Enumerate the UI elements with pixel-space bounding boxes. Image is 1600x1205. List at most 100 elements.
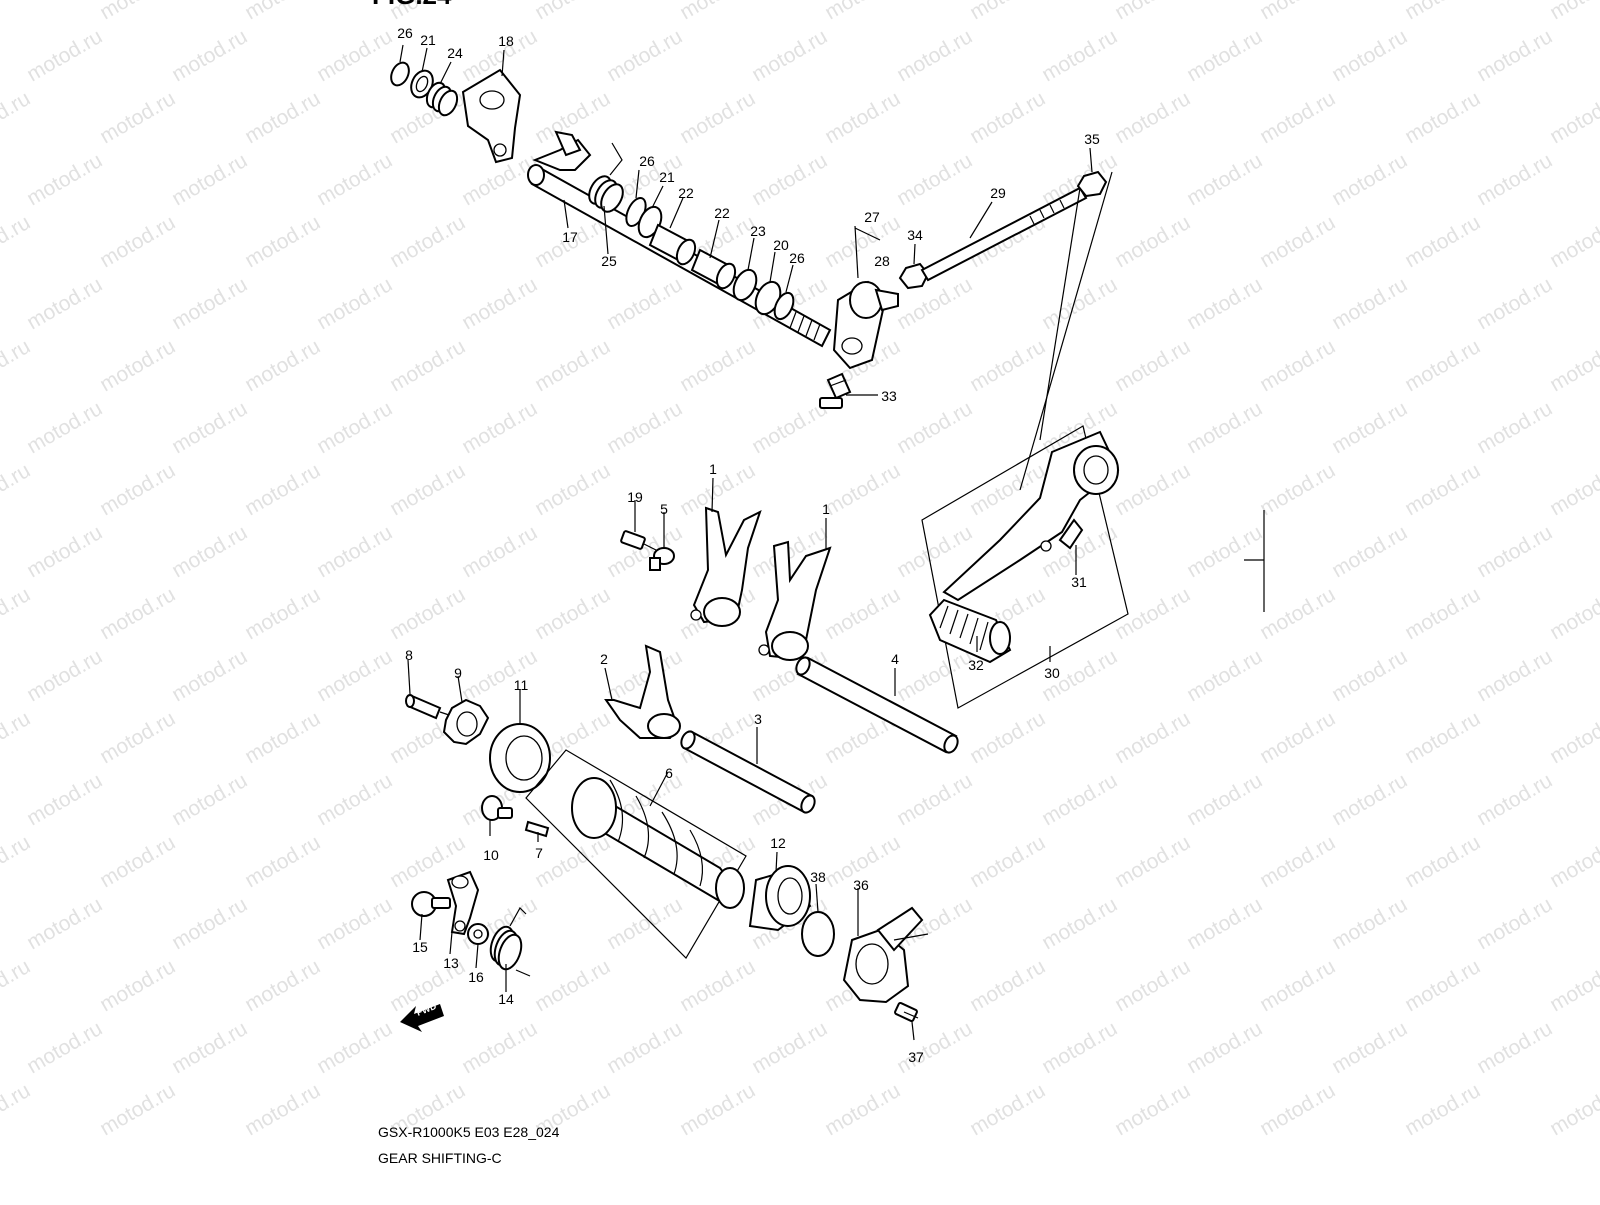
watermark-text: motod.ru — [603, 273, 686, 334]
watermark-text: motod.ru — [168, 893, 251, 954]
watermark-text: motod.ru — [241, 955, 324, 1016]
callout-label-c10: 10 — [483, 847, 499, 863]
watermark-text: motod.ru — [313, 893, 396, 954]
watermark-text: motod.ru — [1111, 335, 1194, 396]
leader-lines-lower — [419, 913, 507, 992]
watermark-text: motod.ru — [168, 769, 251, 830]
watermark-text: motod.ru — [1256, 211, 1339, 272]
watermark-text: motod.ru — [1183, 645, 1266, 706]
watermark-text: motod.ru — [96, 831, 179, 892]
watermark-text: motod.ru — [821, 0, 904, 24]
watermark-text: motod.ru — [241, 707, 324, 768]
watermark-text: motod.ru — [1473, 25, 1556, 86]
watermark-text: motod.ru — [96, 459, 179, 520]
watermark-text: motod.ru — [966, 87, 1049, 148]
watermark-text: motod.ru — [386, 211, 469, 272]
callout-label-c29: 29 — [990, 185, 1006, 201]
watermark-text: motod.ru — [23, 397, 106, 458]
callout-label-c19: 19 — [627, 489, 643, 505]
watermark-text: motod.ru — [386, 583, 469, 644]
watermark-text: motod.ru — [23, 769, 106, 830]
stopper-bolt-part — [411, 891, 451, 917]
watermark-text: motod.ru — [1328, 769, 1411, 830]
callout-label-c33: 33 — [881, 388, 897, 404]
watermark-text: motod.ru — [1111, 459, 1194, 520]
leader-lines-drum — [407, 659, 915, 1041]
watermark-text: motod.ru — [1401, 335, 1484, 396]
watermark-text: motod.ru — [1473, 397, 1556, 458]
shift-plate-part — [461, 68, 522, 164]
watermark-text: motod.ru — [23, 25, 106, 86]
watermark-text: motod.ru — [241, 0, 324, 24]
callout-label-c1a: 1 — [709, 461, 717, 477]
watermark-text: motod.ru — [748, 25, 831, 86]
watermark-text: motod.ru — [1111, 831, 1194, 892]
watermark-text: motod.ru — [1546, 211, 1600, 272]
watermark-text: motod.ru — [458, 397, 541, 458]
watermark-text: motod.ru — [1473, 893, 1556, 954]
model-code: GSX-R1000K5 E03 E28_024 — [378, 1124, 560, 1140]
watermark-text: motod.ru — [1328, 645, 1411, 706]
o-ring-part — [801, 911, 835, 957]
fork-shaft-3-part — [680, 730, 816, 814]
gearshift-cam-drum-part — [571, 777, 745, 909]
leader-lines-pedal — [976, 545, 1077, 662]
watermark-text: motod.ru — [168, 149, 251, 210]
register-mark — [1244, 510, 1265, 612]
watermark-text: motod.ru — [1401, 1079, 1484, 1140]
callout-label-c2: 2 — [600, 651, 608, 667]
watermark-text: motod.ru — [1111, 583, 1194, 644]
callout-label-c8: 8 — [405, 647, 413, 663]
watermark-text: motod.ru — [1183, 893, 1266, 954]
callout-label-c3: 3 — [754, 711, 762, 727]
callout-label-c34: 34 — [907, 227, 923, 243]
drum-dowel-pin-part — [524, 820, 550, 838]
watermark-text: motod.ru — [893, 645, 976, 706]
watermark-text: motod.ru — [1401, 955, 1484, 1016]
watermark-text: motod.ru — [313, 273, 396, 334]
watermark-text: motod.ru — [1328, 397, 1411, 458]
callout-label-c24: 24 — [447, 45, 463, 61]
callout-label-c36: 36 — [853, 877, 869, 893]
watermark-text: motod.ru — [313, 149, 396, 210]
watermark-text: motod.ru — [1256, 1079, 1339, 1140]
needle-bearing-part — [748, 865, 812, 932]
watermark-text: motod.ru — [241, 583, 324, 644]
callout-label-c16: 16 — [468, 969, 484, 985]
callout-label-c14: 14 — [498, 991, 514, 1007]
watermark-text: motod.ru — [1038, 25, 1121, 86]
watermark-text: motod.ru — [1473, 149, 1556, 210]
watermark-text: motod.ru — [241, 1079, 324, 1140]
callout-label-c9: 9 — [454, 665, 462, 681]
watermark-text: motod.ru — [1401, 583, 1484, 644]
gearshift-arm-part — [832, 280, 899, 370]
lock-nut-part — [898, 262, 930, 290]
callout-label-c28: 28 — [874, 253, 890, 269]
watermark-text: motod.ru — [1111, 87, 1194, 148]
watermark-text: motod.ru — [0, 583, 34, 644]
footrest-rubber-part — [928, 598, 1012, 664]
watermark-text: motod.ru — [531, 335, 614, 396]
gearshift-shaft-part — [527, 130, 832, 348]
watermark-text: motod.ru — [893, 149, 976, 210]
watermark-text: motod.ru — [96, 955, 179, 1016]
callout-label-c31: 31 — [1071, 574, 1087, 590]
watermark-text: motod.ru — [1038, 893, 1121, 954]
callout-label-c21a: 21 — [420, 32, 436, 48]
drum-bearing-part — [489, 723, 551, 793]
watermark-text: motod.ru — [241, 459, 324, 520]
callout-label-c26c: 26 — [789, 250, 805, 266]
watermark-text: motod.ru — [1473, 1017, 1556, 1078]
watermark-text: motod.ru — [1256, 459, 1339, 520]
watermark-text: motod.ru — [603, 1017, 686, 1078]
watermark-text: motod.ru — [168, 521, 251, 582]
watermark-text: motod.ru — [1256, 955, 1339, 1016]
watermark-text: motod.ru — [748, 397, 831, 458]
watermark-text: motod.ru — [1473, 521, 1556, 582]
return-spring-part — [425, 81, 459, 117]
watermark-text: motod.ru — [1328, 149, 1411, 210]
watermark-text: motod.ru — [1111, 955, 1194, 1016]
watermark-text: motod.ru — [821, 459, 904, 520]
watermark-text: motod.ru — [748, 1017, 831, 1078]
